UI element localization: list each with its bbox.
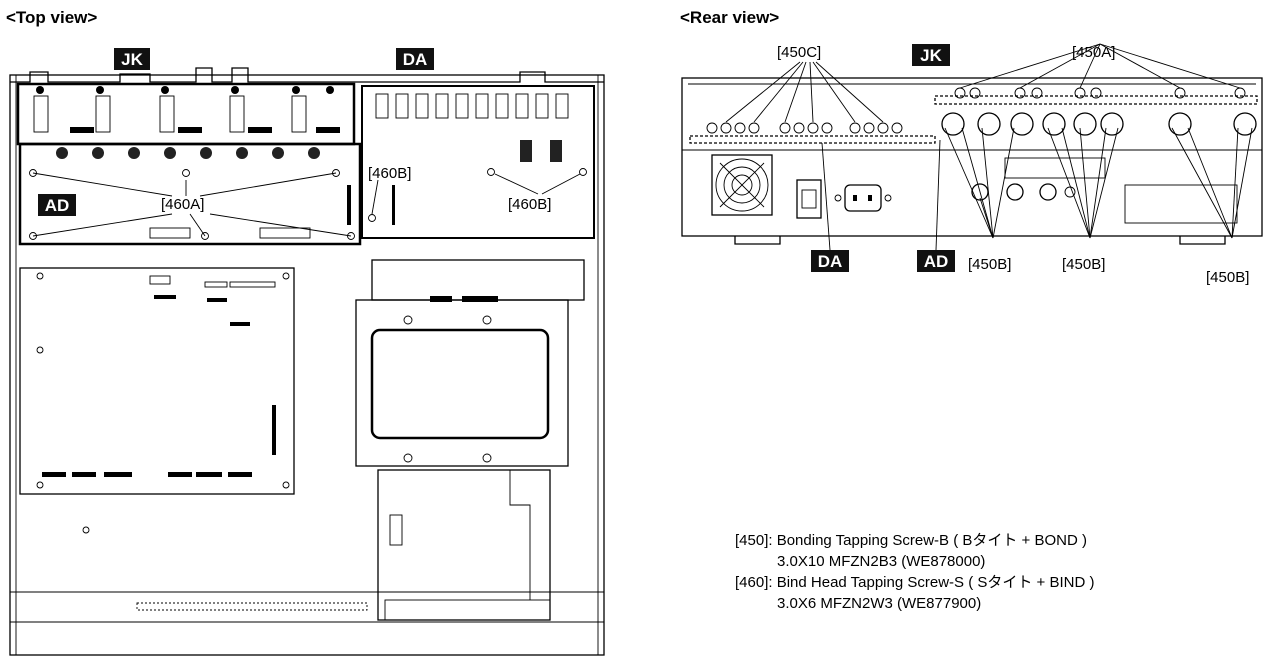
legend-row-460: [460]: Bind Head Tapping Screw-S ( Sタイト … xyxy=(735,572,1094,593)
ad-rear-leader xyxy=(935,139,941,251)
main-board-top xyxy=(19,267,295,534)
tag-ad-top: AD xyxy=(38,194,76,216)
callout-450c: [450C] xyxy=(777,44,821,61)
callout-450b-3: [450B] xyxy=(1206,269,1249,286)
da-rear-leader xyxy=(821,142,831,251)
jk-board-top xyxy=(16,82,356,146)
legend-id-450: [450]: xyxy=(735,532,773,549)
tag-jk-top: JK xyxy=(114,48,150,70)
top-view-title: <Top view> xyxy=(6,8,98,27)
callout-450b-lines xyxy=(944,127,1253,239)
callout-460b-right: [460B] xyxy=(508,196,551,213)
callout-450b-2: [450B] xyxy=(1062,256,1105,273)
legend-id-460: [460]: xyxy=(735,574,773,591)
legend-desc-460: Bind Head Tapping Screw-S ( Sタイト + BIND … xyxy=(776,574,1095,591)
tag-da-rear: DA xyxy=(811,250,849,272)
screw-legend: [450]: Bonding Tapping Screw-B ( Bタイト + … xyxy=(735,530,1094,614)
svg-text:AD: AD xyxy=(924,252,949,271)
rear-view-drawing xyxy=(681,43,1263,245)
ad-board-top xyxy=(18,142,362,246)
callout-450a-lines xyxy=(959,43,1241,89)
rear-view-title: <Rear view> xyxy=(680,8,780,27)
callout-460b-left: [460B] xyxy=(368,165,411,182)
callout-450b-1: [450B] xyxy=(968,256,1011,273)
callout-460a: [460A] xyxy=(161,196,204,213)
svg-text:JK: JK xyxy=(920,46,942,65)
hdd-bay-top xyxy=(355,259,585,621)
tag-jk-rear: JK xyxy=(912,44,950,66)
callout-460b-lines xyxy=(371,173,581,215)
callout-460a-lines xyxy=(32,172,352,237)
svg-text:DA: DA xyxy=(403,50,428,69)
tag-ad-rear: AD xyxy=(917,250,955,272)
da-board-top xyxy=(361,85,595,239)
jack-knobs-row xyxy=(56,147,320,159)
callout-450a: [450A] xyxy=(1072,44,1115,61)
svg-text:DA: DA xyxy=(818,252,843,271)
top-view-drawing xyxy=(9,67,605,656)
svg-text:AD: AD xyxy=(45,196,70,215)
tag-da-top: DA xyxy=(396,48,434,70)
legend-desc-450: Bonding Tapping Screw-B ( Bタイト + BOND ) xyxy=(776,532,1087,549)
svg-text:JK: JK xyxy=(121,50,143,69)
fan-grille xyxy=(711,154,773,216)
callout-450c-lines xyxy=(725,61,884,123)
vent-strip xyxy=(136,602,368,611)
legend-spec-450: 3.0X10 MFZN2B3 (WE878000) xyxy=(777,553,986,570)
legend-spec-460: 3.0X6 MFZN2W3 (WE877900) xyxy=(777,595,982,612)
legend-row-450: [450]: Bonding Tapping Screw-B ( Bタイト + … xyxy=(735,530,1094,551)
xlr-connectors xyxy=(941,112,1257,201)
